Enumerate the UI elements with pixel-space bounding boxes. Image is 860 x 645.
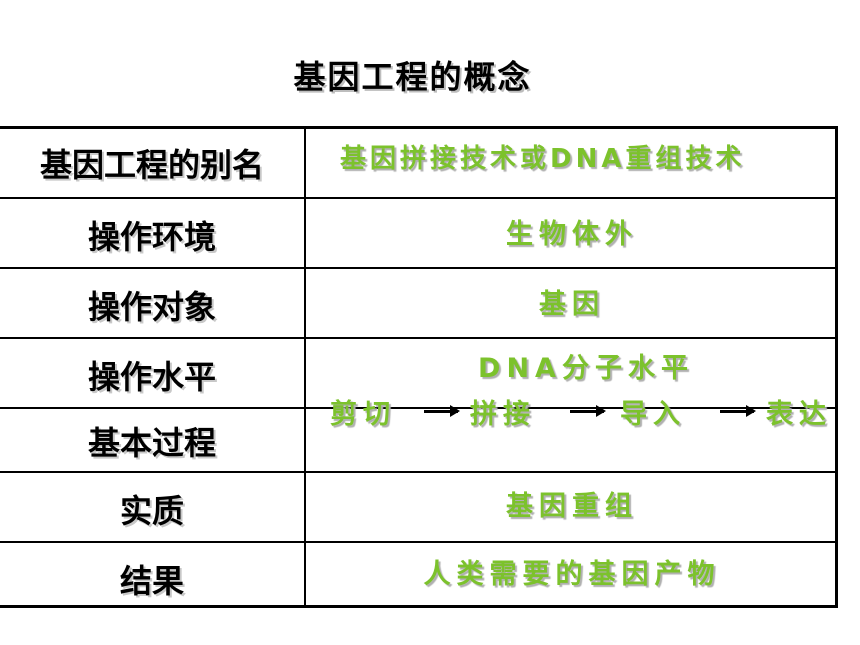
row-divider xyxy=(0,471,835,473)
value-alias: 基因拼接技术或DNA重组技术 xyxy=(340,144,746,174)
value-object: 基因 xyxy=(539,289,605,320)
arrow-right-icon xyxy=(424,405,460,417)
arrow-right-icon xyxy=(570,405,606,417)
row-divider xyxy=(0,197,835,199)
slide-title: 基因工程的概念 xyxy=(293,58,532,96)
row-divider xyxy=(0,407,835,409)
row-label-alias: 基因工程的别名 xyxy=(39,146,264,184)
process-step-import: 导入 xyxy=(620,399,686,430)
row-divider xyxy=(0,541,835,543)
process-step-splice: 拼接 xyxy=(470,399,536,430)
process-step-express: 表达 xyxy=(766,399,832,430)
row-label-process: 基本过程 xyxy=(87,424,216,462)
process-step-cut: 剪切 xyxy=(330,399,396,430)
column-divider xyxy=(304,129,306,605)
value-level: DNA分子水平 xyxy=(478,353,694,384)
row-label-essence: 实质 xyxy=(119,492,184,530)
row-label-object: 操作对象 xyxy=(87,288,216,326)
value-environment: 生物体外 xyxy=(506,219,638,250)
row-divider xyxy=(0,337,835,339)
value-result: 人类需要的基因产物 xyxy=(423,559,721,590)
process-flow: 剪切 拼接 导入 表达 xyxy=(330,392,840,432)
row-divider xyxy=(0,267,835,269)
row-label-result: 结果 xyxy=(119,562,184,600)
concept-table xyxy=(0,126,838,608)
row-label-level: 操作水平 xyxy=(87,358,216,396)
value-essence: 基因重组 xyxy=(506,491,638,522)
row-label-environment: 操作环境 xyxy=(87,218,216,256)
arrow-right-icon xyxy=(720,405,756,417)
